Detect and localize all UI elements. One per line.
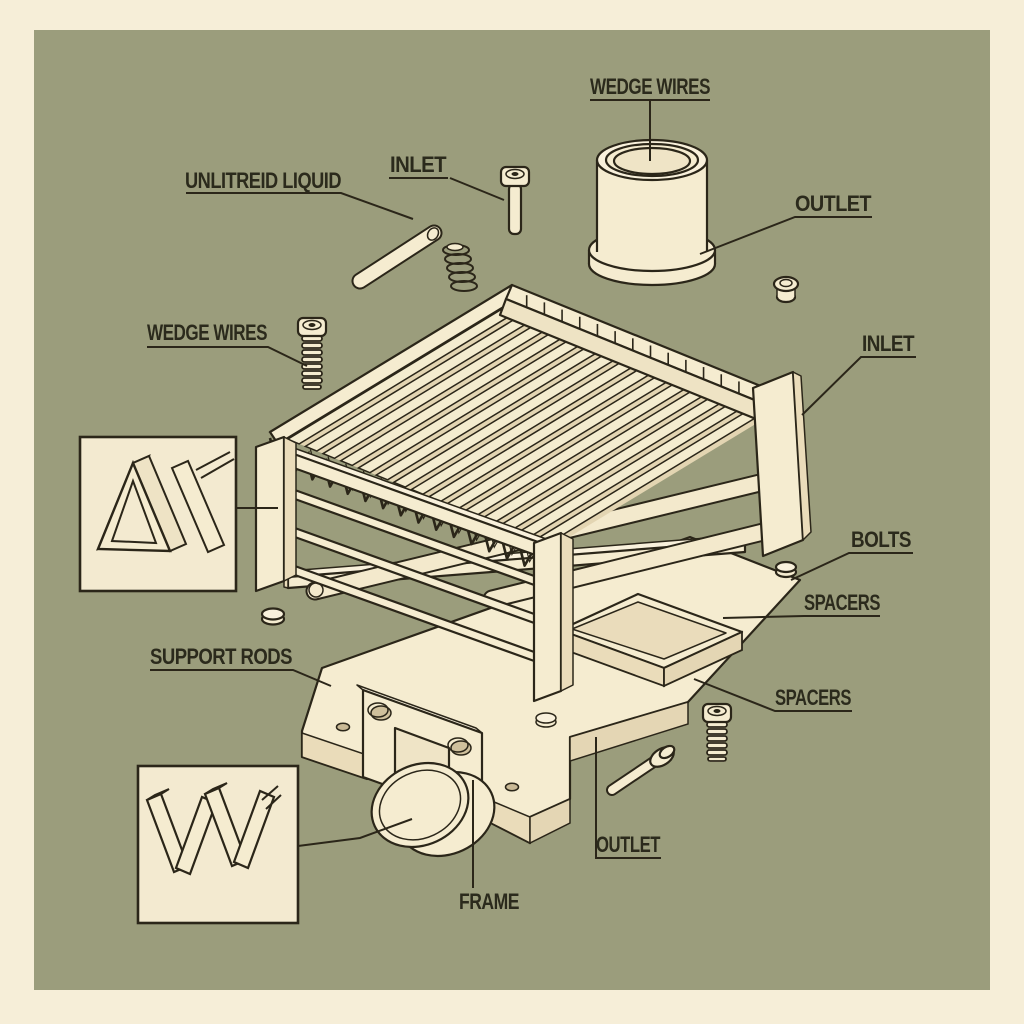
leader-unfiltered-liquid [186,192,414,220]
inset-connector-line [297,818,413,847]
label-bolts: BOLTS [851,527,911,552]
label-support-rods: SUPPORT RODS [150,644,292,669]
label-outlet-bottom: OUTLET [596,832,661,857]
threaded-screw-left [296,316,328,390]
label-outlet-top: OUTLET [795,191,872,216]
leader-bolts [790,552,913,581]
leader-spacers-lower [693,678,852,712]
label-inlet-top: INLET [390,152,447,177]
spacer-tray [558,592,744,688]
label-unfiltered-liquid: UNLITREID LIQUID [185,168,341,193]
leader-support-rods [150,669,332,687]
label-wedge-wires-left: WEDGE WIRES [147,320,267,345]
labels: WEDGE WIRES OUTLET UNLITREID LIQUID INLE… [147,74,916,914]
bolt-head-small [772,275,800,304]
spacer-disc [260,607,286,626]
roller [370,761,496,858]
spacer-disc [774,560,798,579]
screen-support-frame [254,435,574,703]
detail-inset-top [78,435,238,593]
spring [442,242,478,292]
label-inlet-right: INLET [862,331,915,356]
leader-spacers-right [722,615,880,619]
wedge-wire-screen [268,283,812,575]
leader-inlet-top [389,177,505,201]
leader-lines [147,99,916,888]
leader-outlet-top [699,216,872,255]
pin [606,744,676,796]
cap-screw-top [499,165,531,236]
label-spacers-lower: SPACERS [775,685,851,710]
outlet-cylinder [587,138,717,287]
threaded-screw-bottom [701,702,733,762]
leader-outlet-bottom [595,737,661,859]
label-wedge-wires-top: WEDGE WIRES [590,74,710,99]
leader-wedge-wires-top [590,99,710,161]
detail-inset-bottom [136,764,300,925]
leader-inlet-right [801,356,916,416]
label-frame: FRAME [459,889,519,914]
label-spacers-right: SPACERS [804,590,880,615]
leader-wedge-wires-left [147,346,308,367]
loose-rod [351,224,443,290]
